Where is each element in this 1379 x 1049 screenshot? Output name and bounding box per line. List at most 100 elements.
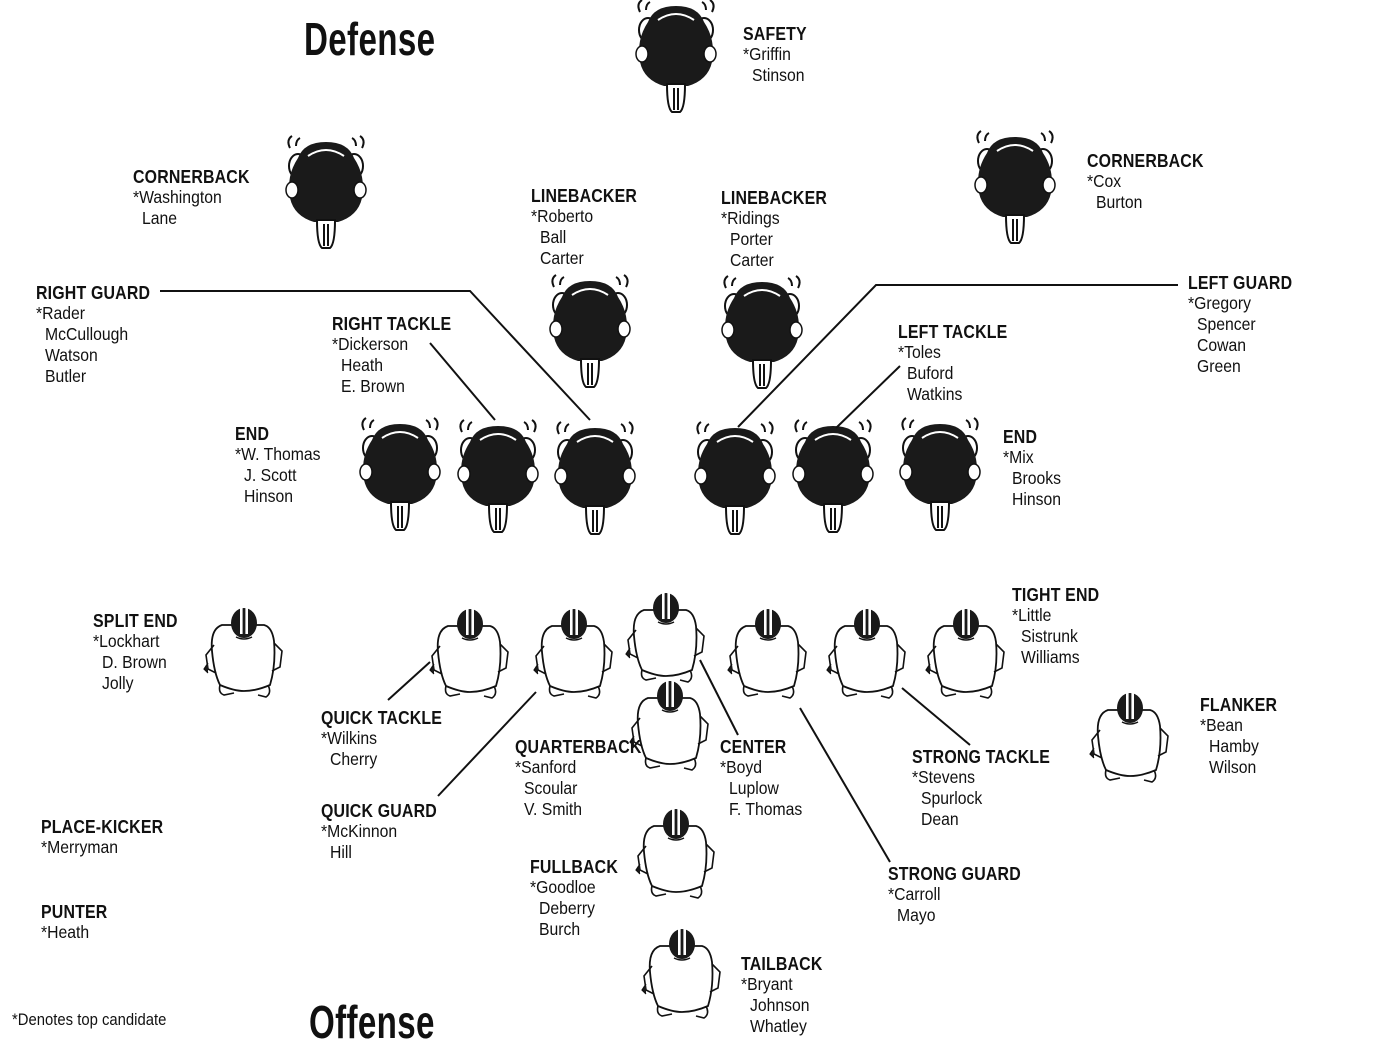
player-name: Stinson bbox=[752, 65, 805, 85]
player-name: Hinson bbox=[1012, 489, 1062, 509]
quick-tackle-leader bbox=[387, 661, 431, 701]
player-name: Burton bbox=[1096, 192, 1143, 212]
end-right-figure bbox=[899, 417, 981, 531]
player-name: *Bean bbox=[1200, 715, 1243, 735]
player-name: Johnson bbox=[750, 995, 810, 1015]
position-title: QUICK TACKLE bbox=[321, 707, 443, 728]
position-title: CORNERBACK bbox=[133, 166, 250, 187]
player-name: Scoular bbox=[524, 778, 578, 798]
position-title: PLACE-KICKER bbox=[41, 816, 164, 837]
player-name: Butler bbox=[45, 366, 87, 386]
strong-tackle-figure bbox=[826, 608, 906, 699]
strong-guard-leader bbox=[799, 707, 891, 863]
player-name: Spurlock bbox=[921, 788, 983, 808]
player-name: *Merryman bbox=[41, 837, 119, 857]
cornerback-right-figure bbox=[974, 130, 1056, 244]
tight-end-figure bbox=[925, 608, 1005, 699]
left-tackle-leader bbox=[835, 365, 901, 429]
right-tackle-label: RIGHT TACKLE *Dickerson Heath E. Brown bbox=[332, 313, 471, 397]
left-tackle-figure bbox=[792, 419, 874, 533]
right-guard-leader bbox=[160, 290, 591, 421]
place-kicker-label: PLACE-KICKER *Merryman bbox=[41, 816, 183, 858]
position-title: TIGHT END bbox=[1012, 584, 1100, 605]
position-title: LINEBACKER bbox=[721, 187, 828, 208]
strong-tackle-leader bbox=[901, 687, 971, 746]
player-name: *Dickerson bbox=[332, 334, 409, 354]
center-leader bbox=[699, 659, 739, 736]
player-name: Spencer bbox=[1197, 314, 1256, 334]
quick-guard-leader bbox=[437, 691, 537, 797]
player-name: Dean bbox=[921, 809, 959, 829]
player-name: Ball bbox=[540, 227, 567, 247]
player-name: *Heath bbox=[41, 922, 90, 942]
player-name: Carter bbox=[540, 248, 584, 268]
player-name: Whatley bbox=[750, 1016, 807, 1036]
right-tackle-figure bbox=[457, 419, 539, 533]
player-name: Jolly bbox=[102, 673, 134, 693]
left-guard-label: LEFT GUARD *Gregory Spencer Cowan Green bbox=[1188, 272, 1309, 377]
quarterback-label: QUARTERBACK *Sanford Scoular V. Smith bbox=[515, 736, 662, 820]
position-title: END bbox=[235, 423, 270, 444]
player-name: Hamby bbox=[1209, 736, 1259, 756]
player-name: Watkins bbox=[907, 384, 963, 404]
player-name: Buford bbox=[907, 363, 954, 383]
punter-label: PUNTER *Heath bbox=[41, 901, 118, 943]
quick-guard-figure bbox=[533, 608, 613, 699]
offense-heading: Offense bbox=[309, 996, 435, 1048]
left-guard-leader bbox=[737, 284, 1178, 428]
position-title: LEFT TACKLE bbox=[898, 321, 1008, 342]
position-title: LINEBACKER bbox=[531, 185, 638, 206]
player-name: *Carroll bbox=[888, 884, 941, 904]
player-name: *Roberto bbox=[531, 206, 594, 226]
player-name: *Bryant bbox=[741, 974, 793, 994]
player-name: *Sanford bbox=[515, 757, 577, 777]
position-title: STRONG TACKLE bbox=[912, 746, 1051, 767]
end-left-figure bbox=[359, 417, 441, 531]
fullback-figure bbox=[635, 808, 715, 899]
player-name: *Toles bbox=[898, 342, 941, 362]
position-title: RIGHT TACKLE bbox=[332, 313, 452, 334]
player-name: Hill bbox=[330, 842, 352, 862]
player-name: Porter bbox=[730, 229, 773, 249]
tailback-figure bbox=[641, 928, 721, 1019]
center-label: CENTER *Boyd Luplow F. Thomas bbox=[720, 736, 811, 820]
quick-guard-label: QUICK GUARD *McKinnon Hill bbox=[321, 800, 456, 863]
player-name: J. Scott bbox=[244, 465, 297, 485]
position-title: LEFT GUARD bbox=[1188, 272, 1293, 293]
position-title: PUNTER bbox=[41, 901, 108, 922]
position-title: CENTER bbox=[720, 736, 787, 757]
safety-figure bbox=[635, 0, 717, 113]
player-name: V. Smith bbox=[524, 799, 583, 819]
position-title: QUICK GUARD bbox=[321, 800, 437, 821]
position-title: FLANKER bbox=[1200, 694, 1278, 715]
tight-end-label: TIGHT END *Little Sistrunk Williams bbox=[1012, 584, 1114, 668]
defense-heading: Defense bbox=[304, 13, 436, 65]
player-name: Wilson bbox=[1209, 757, 1257, 777]
cornerback-left-figure bbox=[285, 135, 367, 249]
position-title: STRONG GUARD bbox=[888, 863, 1021, 884]
player-name: *Washington bbox=[133, 187, 222, 207]
fullback-label: FULLBACK *Goodloe Deberry Burch bbox=[530, 856, 632, 940]
player-name: Luplow bbox=[729, 778, 779, 798]
player-name: *Mix bbox=[1003, 447, 1034, 467]
player-name: Heath bbox=[341, 355, 384, 375]
right-tackle-leader bbox=[429, 342, 496, 421]
strong-guard-figure bbox=[727, 608, 807, 699]
position-title: QUARTERBACK bbox=[515, 736, 642, 757]
player-name: *Wilkins bbox=[321, 728, 378, 748]
end-left-label: END *W. Thomas J. Scott Hinson bbox=[235, 423, 330, 507]
center-figure bbox=[625, 592, 705, 683]
flanker-label: FLANKER *Bean Hamby Wilson bbox=[1200, 694, 1290, 778]
player-name: Lane bbox=[142, 208, 178, 228]
safety-label: SAFETY *Griffin Stinson bbox=[743, 23, 817, 86]
left-tackle-label: LEFT TACKLE *Toles Buford Watkins bbox=[898, 321, 1025, 405]
player-name: Green bbox=[1197, 356, 1241, 376]
flanker-figure bbox=[1089, 692, 1169, 783]
player-name: E. Brown bbox=[341, 376, 405, 396]
cornerback-right-label: CORNERBACK *Cox Burton bbox=[1087, 150, 1223, 213]
player-name: *Boyd bbox=[720, 757, 763, 777]
player-name: *Griffin bbox=[743, 44, 791, 64]
leader-lines bbox=[160, 284, 1178, 863]
